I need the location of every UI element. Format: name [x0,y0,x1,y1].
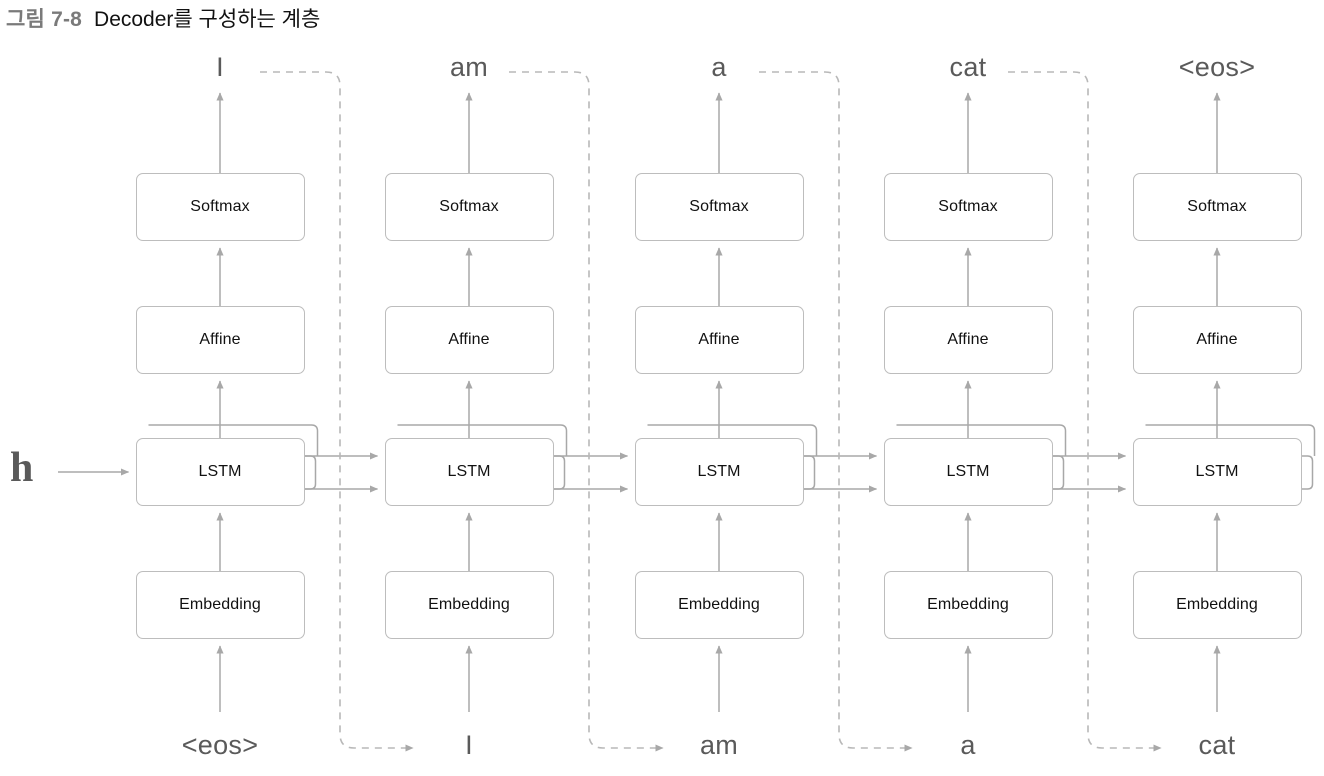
output-word-t2: a [711,52,727,82]
input-word-t4: cat [1198,730,1236,760]
layer-box-softmax-t0[interactable]: Softmax [135,173,305,241]
initial-hidden-state-label: h [10,445,34,491]
layer-box-lstm-t3[interactable]: LSTM [883,438,1053,506]
layer-box-softmax-t1[interactable]: Softmax [384,173,554,241]
input-word-t0: <eos> [181,730,259,760]
layer-box-affine-t1[interactable]: Affine [384,306,554,374]
layer-box-embedding-t1[interactable]: Embedding [384,571,554,639]
layer-box-affine-t3[interactable]: Affine [883,306,1053,374]
layer-box-embedding-t0[interactable]: Embedding [135,571,305,639]
input-word-t3: a [960,730,976,760]
layer-box-lstm-t4[interactable]: LSTM [1132,438,1302,506]
input-word-t1: I [465,730,473,760]
layer-box-affine-t2[interactable]: Affine [634,306,804,374]
layer-box-embedding-t4[interactable]: Embedding [1132,571,1302,639]
layer-box-softmax-t2[interactable]: Softmax [634,173,804,241]
figure-caption: Decoder를 구성하는 계층 [94,8,321,31]
output-word-t4: <eos> [1178,52,1256,82]
layer-box-embedding-t3[interactable]: Embedding [883,571,1053,639]
layer-box-lstm-t2[interactable]: LSTM [634,438,804,506]
figure-number: 그림 7-8 [6,8,83,31]
output-word-t0: I [216,52,224,82]
layer-box-lstm-t1[interactable]: LSTM [384,438,554,506]
layer-box-lstm-t0[interactable]: LSTM [135,438,305,506]
layer-box-softmax-t4[interactable]: Softmax [1132,173,1302,241]
input-word-t2: am [699,730,739,760]
layer-box-softmax-t3[interactable]: Softmax [883,173,1053,241]
page-title: 그림 7-8 Decoder를 구성하는 계층 [6,6,320,34]
output-word-t3: cat [949,52,987,82]
layer-box-affine-t0[interactable]: Affine [135,306,305,374]
layer-box-embedding-t2[interactable]: Embedding [634,571,804,639]
layer-box-affine-t4[interactable]: Affine [1132,306,1302,374]
output-word-t1: am [449,52,489,82]
